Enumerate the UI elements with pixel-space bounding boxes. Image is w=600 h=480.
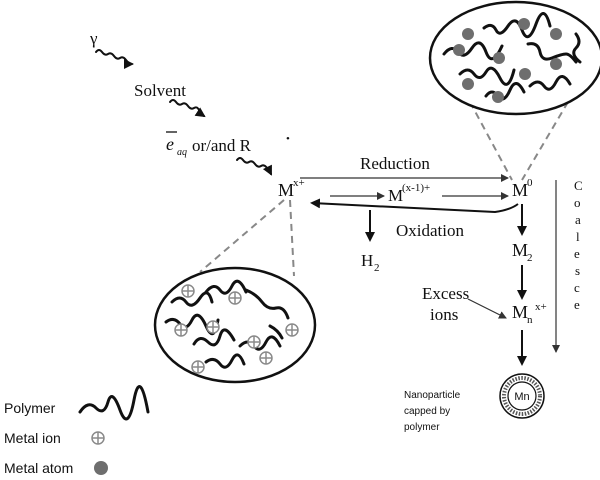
zoom-line-top-right <box>521 101 569 181</box>
nanoparticle-core-label: Mn <box>514 391 529 403</box>
metal-atom-dot <box>550 58 562 70</box>
excess-ions-label-line2: ions <box>430 305 458 324</box>
nanoparticle-caption-line3: polymer <box>404 422 440 433</box>
electron-subscript: aq <box>177 147 187 158</box>
zoom-line-bottom-right <box>289 199 295 277</box>
metal-ion-symbol <box>174 323 188 337</box>
metal-ion-symbol <box>191 360 205 374</box>
mn-charge: x+ <box>535 301 547 313</box>
legend: Polymer Metal ion Metal atom <box>4 385 150 476</box>
legend-metal-ion-symbol <box>91 431 105 445</box>
oxidation-label: Oxidation <box>396 221 464 240</box>
metal-atom-dot <box>462 78 474 90</box>
legend-polymer-label: Polymer <box>4 400 56 416</box>
excess-ions-arrow <box>467 298 507 319</box>
metal-ion-symbol <box>206 320 220 334</box>
radical-dot: • <box>286 133 290 145</box>
hydrogen-subscript: 2 <box>374 262 380 274</box>
hydrogen-label: H <box>361 251 373 270</box>
metal-ion-symbol <box>228 291 242 305</box>
nanoparticle-caption-line1: Nanoparticle <box>404 390 461 401</box>
oxidation-arrow <box>310 198 519 214</box>
metal-atom-dot <box>492 91 504 103</box>
intermediate-ion-charge: (x-1)+ <box>402 182 430 194</box>
zoom-line-top-left <box>469 101 513 181</box>
metal-atom-polymer-ellipse <box>428 0 600 116</box>
solvent-label: Solvent <box>134 81 186 100</box>
capped-nanoparticle: Mn <box>499 373 545 419</box>
metal-ion-symbol <box>259 351 273 365</box>
metal-ion-polymer-ellipse <box>153 266 317 384</box>
zoom-line-bottom-left <box>199 199 285 273</box>
reduction-label: Reduction <box>360 154 430 173</box>
metal-ion-label: M <box>278 180 294 200</box>
metal-atom-dot <box>453 44 465 56</box>
radical-label: or/and R <box>192 136 252 155</box>
metal-ion-symbol <box>181 284 195 298</box>
legend-metal-ion-label: Metal ion <box>4 430 61 446</box>
nanoparticle-caption-line2: capped by <box>404 406 450 417</box>
metal-atom-dot <box>462 28 474 40</box>
metal-ion-charge: x+ <box>293 177 305 189</box>
excess-ions-label-line1: Excess <box>422 284 469 303</box>
metal-atom-dot <box>493 52 505 64</box>
legend-metal-atom-symbol <box>94 461 108 475</box>
legend-polymer-symbol <box>78 385 150 421</box>
radiation-wavy-arrow-3 <box>236 157 272 176</box>
metal-ion-symbol <box>285 323 299 337</box>
intermediate-ion-label: M <box>388 186 403 205</box>
m2-subscript: 2 <box>527 252 533 264</box>
m2-label: M <box>512 240 528 260</box>
mn-subscript: n <box>527 314 533 326</box>
radiation-wavy-arrow-2 <box>169 99 206 118</box>
radiation-wavy-arrow-1 <box>95 49 134 69</box>
metal-atom-charge: 0 <box>527 177 533 189</box>
metal-atom-label: M <box>512 180 528 200</box>
metal-atom-dot <box>550 28 562 40</box>
legend-metal-atom-label: Metal atom <box>4 460 73 476</box>
mn-label: M <box>512 302 528 322</box>
gamma-label: γ <box>89 29 98 48</box>
metal-ion-symbol <box>247 335 261 349</box>
metal-atom-dot <box>519 68 531 80</box>
electron-label: e <box>166 134 174 154</box>
metal-atom-dot <box>518 18 530 30</box>
